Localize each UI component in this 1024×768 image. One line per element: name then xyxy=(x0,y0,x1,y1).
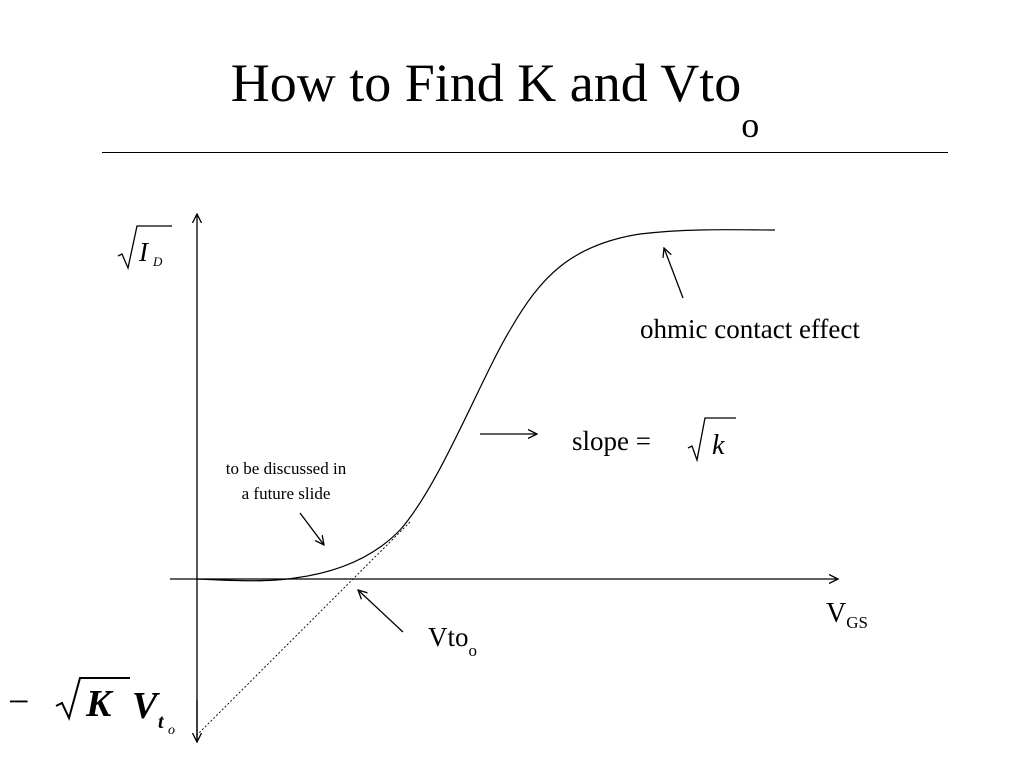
slope-label: slope = xyxy=(572,426,651,456)
radical-sign xyxy=(117,225,172,271)
intercept-k: K xyxy=(85,683,114,725)
future-slide-note: to be discussed in a future slide xyxy=(200,456,372,506)
future-note-line1: to be discussed in xyxy=(225,459,347,478)
slope-sqrt: k xyxy=(687,417,736,463)
slide-title-text: How to Find K and Vto xyxy=(230,53,742,113)
y-label-symbol: I xyxy=(138,237,150,267)
vto-label: Vtoo xyxy=(428,622,477,660)
radical-sign xyxy=(55,677,130,721)
y-label-subscript: D xyxy=(152,254,163,269)
vto-arrow xyxy=(358,590,404,633)
future-note-line2: a future slide xyxy=(241,484,331,503)
sqrt-id-curve xyxy=(196,229,776,582)
future-arrow xyxy=(299,512,324,545)
slide-title: How to Find K and Vtoo xyxy=(0,53,990,143)
intercept-sub-o: o xyxy=(168,723,175,738)
vto-label-subscript: o xyxy=(468,641,478,660)
y-intercept-label: − K V t o xyxy=(8,677,175,738)
intercept-sub-t: t xyxy=(158,711,165,733)
slide-title-subscript: o xyxy=(741,105,760,145)
vto-label-main: Vto xyxy=(428,622,469,652)
y-axis-label: I D xyxy=(117,225,172,271)
title-divider xyxy=(102,152,948,153)
radical-sign xyxy=(687,417,736,463)
x-axis-label: VGS xyxy=(826,598,868,632)
ohmic-contact-label: ohmic contact effect xyxy=(640,314,860,344)
x-label-subscript: GS xyxy=(846,613,868,632)
ohmic-arrow xyxy=(664,248,684,299)
minus-sign: − xyxy=(8,681,29,723)
tangent-line xyxy=(196,521,411,736)
intercept-v: V xyxy=(132,685,160,727)
x-label-main: V xyxy=(826,598,847,629)
slope-symbol: k xyxy=(712,430,725,461)
